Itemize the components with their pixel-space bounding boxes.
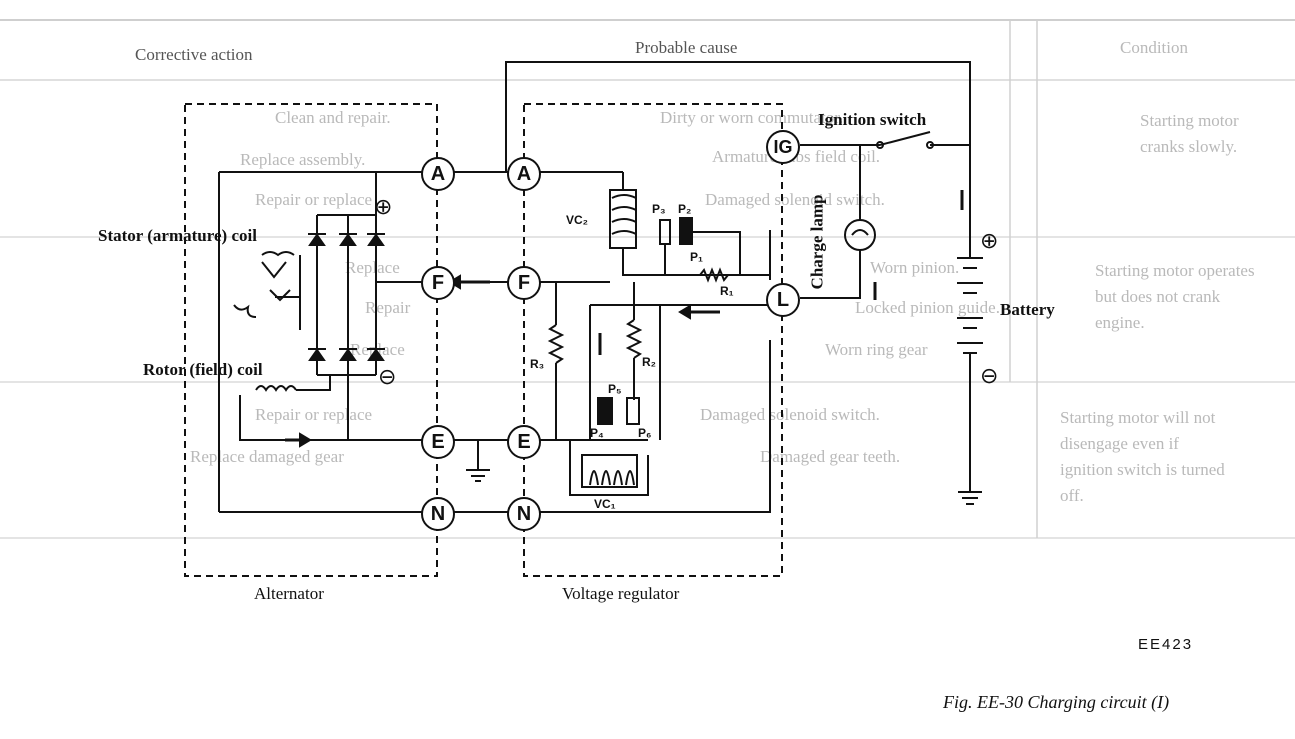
alternator-terminal-f: F bbox=[421, 266, 455, 300]
figure-caption: Fig. EE-30 Charging circuit (I) bbox=[943, 692, 1170, 712]
rotor-label: Rotor (field) coil bbox=[143, 360, 263, 379]
p4-label: P₄ bbox=[590, 426, 604, 440]
p2-label: P₂ bbox=[678, 202, 692, 216]
regulator-terminal-ig: IG bbox=[766, 130, 800, 164]
condition-3: Starting motor will not disengage even i… bbox=[1060, 408, 1225, 505]
cause-6: Worn ring gear bbox=[825, 340, 928, 359]
vc1-label: VC₁ bbox=[594, 497, 616, 511]
r2-label: R₂ bbox=[642, 355, 656, 369]
p3-label: P₃ bbox=[652, 202, 666, 216]
action-2: Replace assembly. bbox=[240, 150, 366, 169]
r3-label: R₃ bbox=[530, 357, 545, 371]
figure-code: EE423 bbox=[1138, 636, 1194, 653]
vc2-label: VC₂ bbox=[566, 213, 589, 227]
regulator-box bbox=[523, 103, 783, 577]
battery-minus-icon: ⊖ bbox=[980, 363, 999, 388]
cause-5: Locked pinion guide. bbox=[855, 298, 1000, 317]
ignition-switch-label: Ignition switch bbox=[818, 110, 927, 129]
regulator-terminal-f: F bbox=[507, 266, 541, 300]
regulator-terminal-l: L bbox=[766, 283, 800, 317]
header-condition: Condition bbox=[1120, 38, 1189, 57]
alternator-minus-icon: ⊖ bbox=[378, 364, 397, 389]
cause-3: Damaged solenoid switch. bbox=[705, 190, 885, 209]
regulator-box-label: Voltage regulator bbox=[562, 584, 680, 603]
regulator-terminal-n: N bbox=[507, 497, 541, 531]
p6-label: P₆ bbox=[638, 426, 652, 440]
cause-8: Damaged gear teeth. bbox=[760, 447, 901, 466]
action-8: Replace damaged gear bbox=[190, 447, 344, 466]
action-7: Repair or replace bbox=[255, 405, 373, 424]
p5-label: P₅ bbox=[608, 382, 622, 396]
r1-label: R₁ bbox=[720, 284, 734, 298]
condition-2: Starting motor operates but does not cra… bbox=[1095, 261, 1255, 332]
battery-label: Battery bbox=[1000, 300, 1055, 319]
alternator-terminal-e: E bbox=[421, 425, 455, 459]
header-action: Corrective action bbox=[135, 45, 253, 64]
battery-plus-icon: ⊕ bbox=[980, 228, 999, 253]
action-3: Repair or replace bbox=[255, 190, 373, 209]
condition-1: Starting motor cranks slowly. bbox=[1140, 111, 1239, 156]
regulator-terminal-e: E bbox=[507, 425, 541, 459]
alternator-box bbox=[184, 103, 438, 577]
cause-4: Worn pinion. bbox=[870, 258, 960, 277]
alternator-terminal-a: A bbox=[421, 157, 455, 191]
alternator-terminal-n: N bbox=[421, 497, 455, 531]
regulator-terminal-a: A bbox=[507, 157, 541, 191]
cause-7: Damaged solenoid switch. bbox=[700, 405, 880, 424]
action-4: Replace bbox=[345, 258, 400, 277]
action-1: Clean and repair. bbox=[275, 108, 391, 127]
alternator-box-label: Alternator bbox=[254, 584, 324, 603]
cause-1: Dirty or worn commutator. bbox=[660, 108, 844, 127]
charge-lamp-label: Charge lamp bbox=[807, 194, 827, 290]
header-cause: Probable cause bbox=[635, 38, 738, 57]
alternator-plus-icon: ⊕ bbox=[374, 194, 393, 219]
stator-label: Stator (armature) coil bbox=[98, 226, 257, 245]
p1-label: P₁ bbox=[690, 250, 703, 264]
